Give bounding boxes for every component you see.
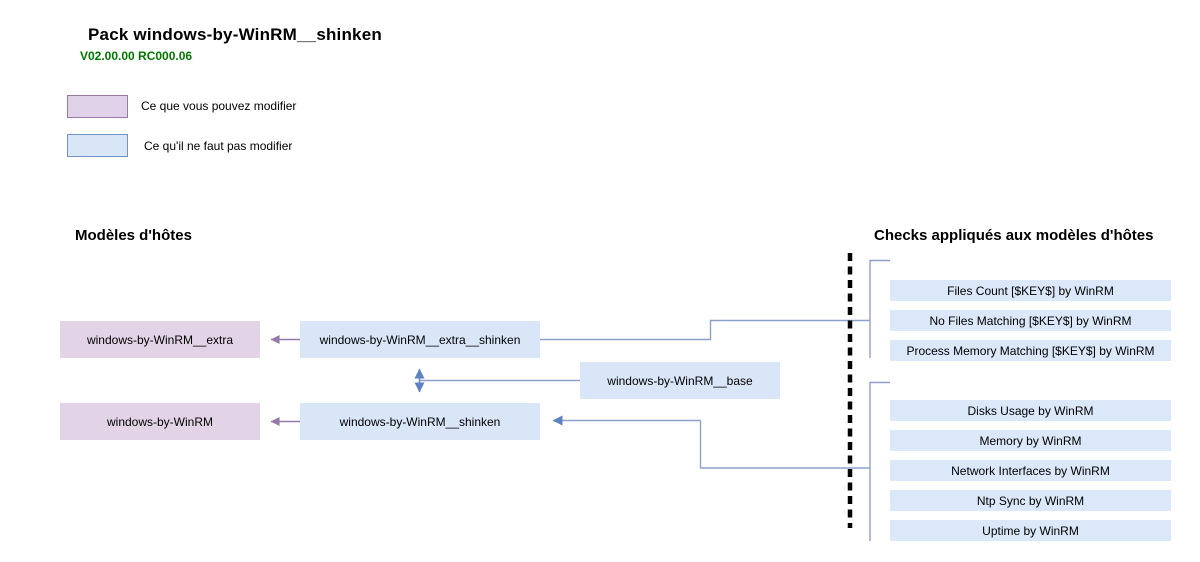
check-box-network-interfaces: Network Interfaces by WinRM bbox=[890, 460, 1171, 481]
model-box-extra-shinken: windows-by-WinRM__extra__shinken bbox=[300, 321, 540, 358]
legend-swatch-fixed bbox=[67, 134, 128, 157]
check-box-disks-usage: Disks Usage by WinRM bbox=[890, 400, 1171, 421]
check-box-files-count: Files Count [$KEY$] by WinRM bbox=[890, 280, 1171, 301]
legend-swatch-modifiable bbox=[67, 95, 128, 118]
check-box-uptime: Uptime by WinRM bbox=[890, 520, 1171, 541]
version-label: V02.00.00 RC000.06 bbox=[80, 49, 193, 63]
model-box-base: windows-by-WinRM__base bbox=[580, 362, 780, 399]
hosts-section-title: Modèles d'hôtes bbox=[75, 227, 192, 244]
check-box-process-memory-matching: Process Memory Matching [$KEY$] by WinRM bbox=[890, 340, 1171, 361]
check-box-memory: Memory by WinRM bbox=[890, 430, 1171, 451]
line-checks-to-shinken bbox=[699, 420, 870, 469]
bracket-checks-group1 bbox=[869, 259, 890, 358]
checks-section-title: Checks appliqués aux modèles d'hôtes bbox=[874, 227, 1154, 244]
legend-label-fixed: Ce qu'il ne faut pas modifier bbox=[144, 139, 293, 153]
check-box-ntp-sync: Ntp Sync by WinRM bbox=[890, 490, 1171, 511]
line-extra-shinken-to-checks bbox=[540, 319, 870, 341]
page-title: Pack windows-by-WinRM__shinken bbox=[88, 25, 382, 44]
legend-label-modifiable: Ce que vous pouvez modifier bbox=[141, 99, 297, 113]
bracket-checks-group2 bbox=[869, 381, 890, 541]
model-box-extra: windows-by-WinRM__extra bbox=[60, 321, 260, 358]
model-box-winrm: windows-by-WinRM bbox=[60, 403, 260, 440]
check-box-no-files-matching: No Files Matching [$KEY$] by WinRM bbox=[890, 310, 1171, 331]
model-box-shinken: windows-by-WinRM__shinken bbox=[300, 403, 540, 440]
